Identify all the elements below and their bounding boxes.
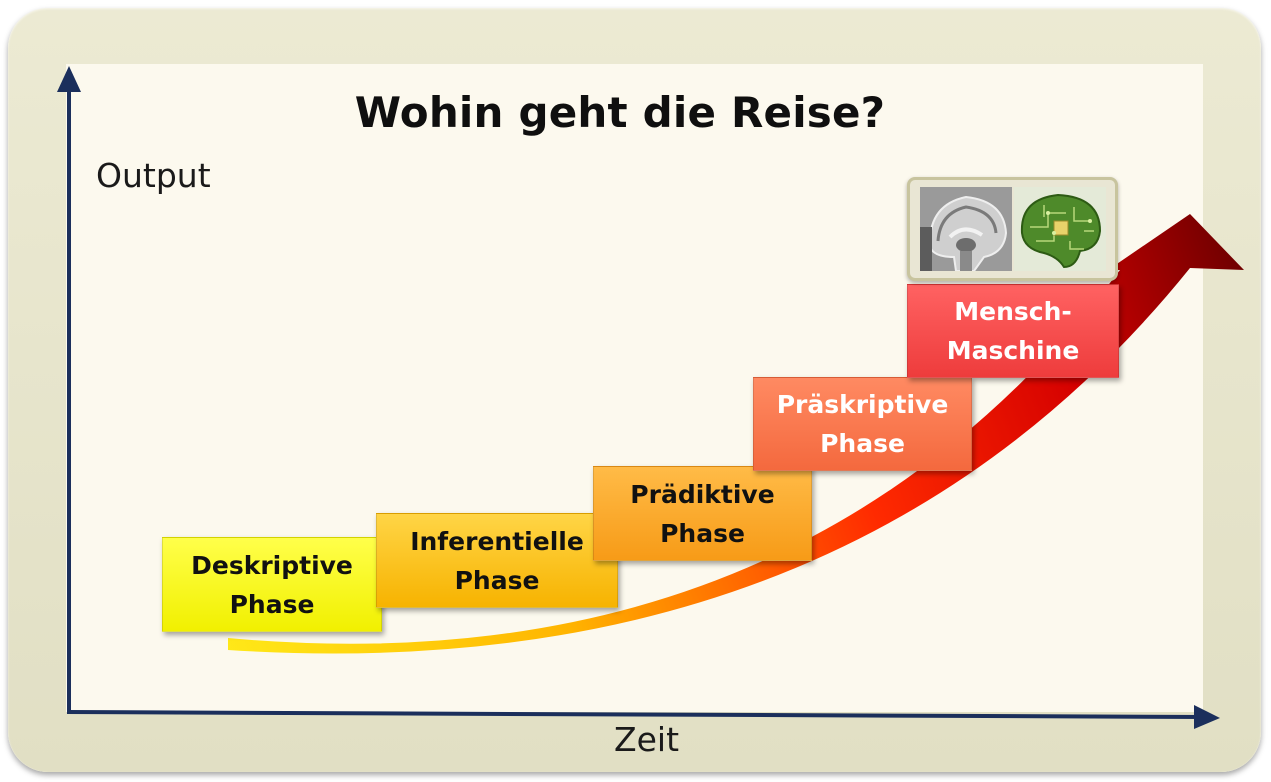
step-label-line1: Mensch- bbox=[954, 297, 1072, 326]
y-axis bbox=[57, 66, 81, 712]
step-label-line2: Maschine bbox=[946, 336, 1080, 365]
brain-mri-scan-image bbox=[919, 187, 1012, 271]
growth-arrow bbox=[228, 214, 1244, 654]
step-label-line2: Phase bbox=[454, 565, 540, 595]
y-axis-label: Output bbox=[96, 156, 211, 195]
step-inferential-phase: Inferentielle Phase bbox=[376, 513, 618, 608]
x-axis bbox=[66, 705, 1220, 729]
step-human-machine: Mensch- Maschine bbox=[907, 284, 1119, 378]
x-axis-label: Zeit bbox=[614, 720, 680, 759]
step-label-line1: Präskriptive bbox=[776, 390, 949, 419]
step-descriptive-phase: Deskriptive Phase bbox=[162, 537, 382, 632]
step-label-line1: Prädiktive bbox=[630, 479, 775, 509]
step-label-line2: Phase bbox=[229, 589, 315, 619]
step-label-line1: Deskriptive bbox=[191, 550, 353, 580]
brain-image-box bbox=[907, 177, 1118, 281]
circuit-brain-image bbox=[1013, 187, 1106, 271]
step-label-line1: Inferentielle bbox=[410, 526, 584, 556]
step-label-line2: Phase bbox=[820, 429, 905, 458]
step-predictive-phase: Prädiktive Phase bbox=[593, 466, 812, 561]
step-prescriptive-phase: Präskriptive Phase bbox=[753, 377, 972, 471]
step-label-line2: Phase bbox=[660, 518, 745, 548]
diagram-title: Wohin geht die Reise? bbox=[354, 88, 886, 137]
